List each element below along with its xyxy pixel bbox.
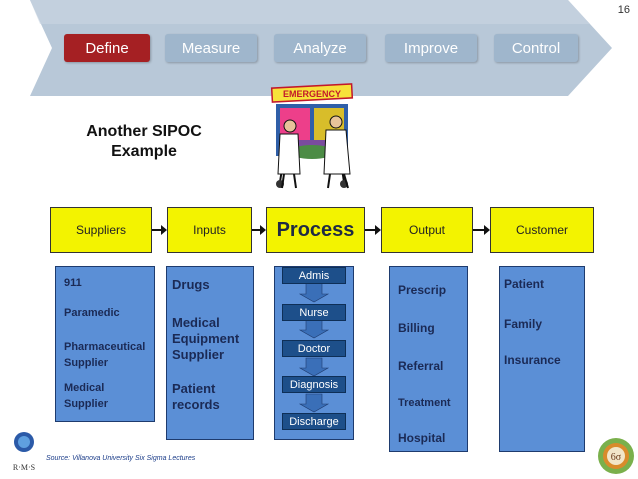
suppliers-box: 911 Paramedic Pharmaceutical Supplier Me… bbox=[55, 266, 155, 422]
input-item: Drugs bbox=[172, 277, 210, 292]
arrow-output-customer bbox=[473, 225, 490, 235]
process-arrow bbox=[298, 319, 330, 339]
input-item: Patient records bbox=[172, 381, 220, 412]
title-line-2: Example bbox=[111, 143, 177, 160]
header-arrows bbox=[152, 225, 490, 235]
diagram-title: Another SIPOC Example bbox=[78, 122, 210, 162]
output-item: Hospital bbox=[398, 431, 446, 445]
rms-logo-text: R·M·S bbox=[13, 463, 35, 472]
stage-improve[interactable]: Improve bbox=[385, 34, 477, 62]
output-item: Treatment bbox=[398, 397, 451, 409]
source-note: Source: Villanova University Six Sigma L… bbox=[46, 455, 196, 462]
customer-item: Insurance bbox=[504, 353, 561, 367]
process-step-discharge: Discharge bbox=[282, 413, 346, 430]
rms-logo: R·M·S bbox=[13, 432, 35, 472]
stage-define[interactable]: Define bbox=[64, 34, 150, 62]
supplier-item: 911 bbox=[64, 277, 82, 289]
process-step-admis: Admis bbox=[282, 267, 346, 284]
process-step-doctor: Doctor bbox=[282, 340, 346, 357]
customer-item: Family bbox=[504, 317, 543, 331]
process-step-nurse: Nurse bbox=[282, 304, 346, 321]
process-flow-arrows bbox=[298, 281, 330, 413]
arrow-process-output bbox=[365, 225, 381, 235]
stage-measure[interactable]: Measure bbox=[165, 34, 257, 62]
process-arrow bbox=[298, 393, 330, 413]
header-customer: Customer bbox=[490, 207, 594, 253]
six-sigma-text: 6σ bbox=[611, 452, 622, 463]
emergency-sign-text: EMERGENCY bbox=[283, 89, 341, 99]
stage-control[interactable]: Control bbox=[494, 34, 578, 62]
stage-analyze[interactable]: Analyze bbox=[274, 34, 366, 62]
emergency-clipart: EMERGENCY bbox=[270, 83, 354, 189]
input-item: Medical Equipment Supplier bbox=[172, 315, 240, 362]
header-suppliers: Suppliers bbox=[50, 207, 152, 253]
header-process: Process bbox=[266, 207, 365, 253]
title-line-1: Another SIPOC bbox=[86, 123, 202, 140]
slide-number: 16 bbox=[617, 4, 630, 16]
supplier-item: Pharmaceutical Supplier bbox=[64, 341, 146, 369]
header-output: Output bbox=[381, 207, 473, 253]
six-sigma-badge: 6σ bbox=[598, 438, 634, 474]
output-item: Prescrip bbox=[398, 283, 447, 297]
inputs-box: Drugs Medical Equipment Supplier Patient… bbox=[166, 266, 254, 440]
supplier-item: Paramedic bbox=[64, 307, 120, 319]
output-item: Referral bbox=[398, 359, 444, 373]
customer-item: Patient bbox=[504, 277, 545, 291]
process-step-diagnosis: Diagnosis bbox=[282, 376, 346, 393]
output-item: Billing bbox=[398, 321, 435, 335]
supplier-item: Medical Supplier bbox=[64, 382, 109, 410]
process-arrow bbox=[298, 357, 330, 377]
arrow-inputs-process bbox=[252, 225, 266, 235]
process-arrow bbox=[298, 281, 330, 303]
customer-box: Patient Family Insurance bbox=[499, 266, 585, 452]
header-inputs: Inputs bbox=[167, 207, 252, 253]
arrow-suppliers-inputs bbox=[152, 225, 167, 235]
output-box: Prescrip Billing Referral Treatment Hosp… bbox=[389, 266, 468, 452]
